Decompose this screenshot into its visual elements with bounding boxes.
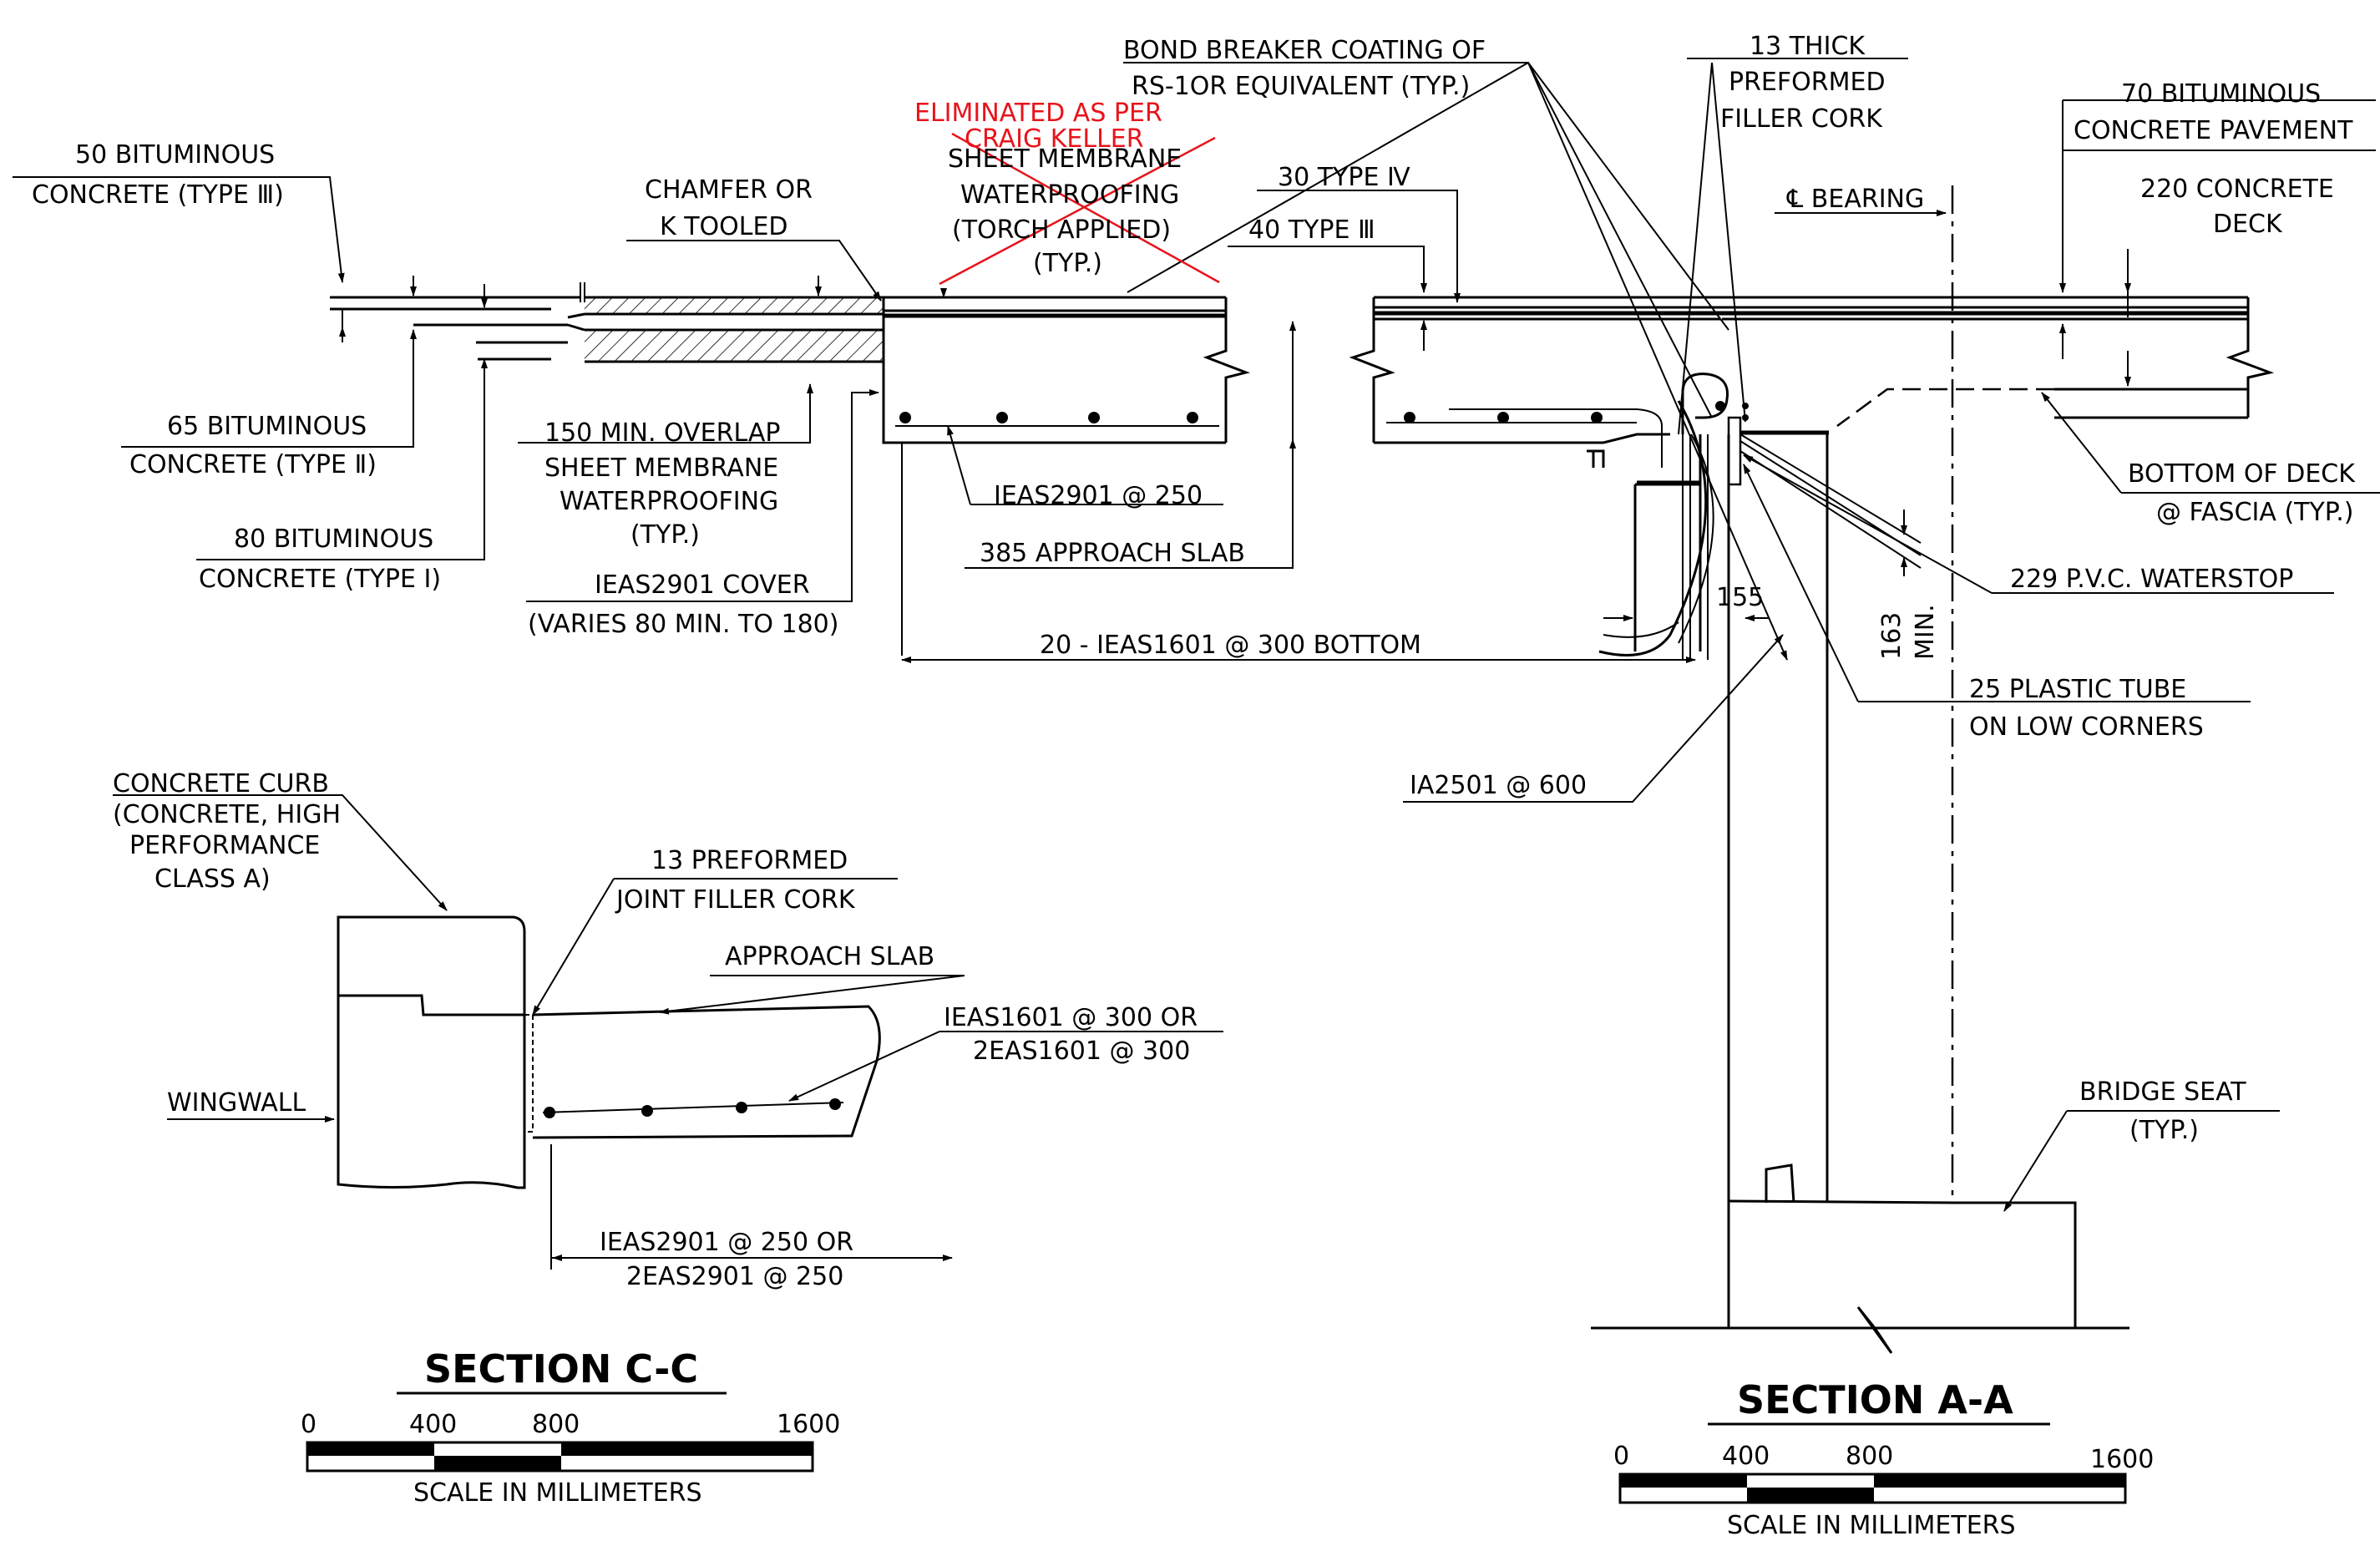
- scale-aa-tick-800: 800: [1846, 1442, 1893, 1471]
- label-cover-1: IEAS2901 COVER: [595, 570, 810, 600]
- scale-cc-tick-0: 0: [301, 1410, 316, 1439]
- label-bit50-1: 50 BITUMINOUS: [75, 140, 275, 170]
- label-cc-top-bars-2: 2EAS1601 @ 300: [973, 1037, 1190, 1066]
- scale-aa-tick-400: 400: [1722, 1442, 1770, 1471]
- label-bottom-deck-1: BOTTOM OF DECK: [2128, 459, 2356, 489]
- label-bottom-bars: 20 - IEAS1601 @ 300 BOTTOM: [1040, 631, 1421, 660]
- section-aa-geometry: [330, 185, 2275, 1354]
- label-cc-bot-bars-2: 2EAS2901 @ 250: [626, 1262, 843, 1291]
- scale-cc-caption: SCALE IN MILLIMETERS: [413, 1478, 702, 1508]
- label-bit80-2: CONCRETE (TYPE I): [199, 565, 441, 594]
- label-bit65-1: 65 BITUMINOUS: [167, 412, 367, 441]
- section-cc-labels: CONCRETE CURB (CONCRETE, HIGH PERFORMANC…: [113, 769, 1198, 1291]
- label-min: MIN.: [1911, 604, 1940, 660]
- section-cc-geometry: [113, 794, 1223, 1270]
- label-curb-2: (CONCRETE, HIGH: [113, 800, 341, 829]
- label-seat-1: BRIDGE SEAT: [2079, 1077, 2246, 1107]
- label-cork-3: FILLER CORK: [1720, 104, 1883, 134]
- label-dim-163: 163: [1877, 612, 1907, 660]
- label-deck-1: 220 CONCRETE: [2140, 175, 2334, 204]
- label-bit50-2: CONCRETE (TYPE Ⅲ): [32, 180, 284, 210]
- section-aa-leaders: [13, 58, 2380, 1212]
- label-cork-1: 13 THICK: [1750, 32, 1866, 61]
- label-seat-2: (TYP.): [2129, 1116, 2199, 1145]
- label-pavement-2: CONCRETE PAVEMENT: [2074, 116, 2353, 145]
- label-waterstop: 229 P.V.C. WATERSTOP: [2010, 565, 2293, 594]
- label-overlap-1: 150 MIN. OVERLAP: [544, 418, 780, 448]
- label-bond-1: BOND BREAKER COATING OF: [1123, 36, 1486, 65]
- label-bottom-deck-2: @ FASCIA (TYP.): [2156, 498, 2353, 527]
- label-membrane-1: SHEET MEMBRANE: [948, 144, 1182, 174]
- label-type4: 30 TYPE Ⅳ: [1278, 163, 1410, 192]
- label-curb-4: CLASS A): [154, 864, 271, 894]
- label-curb-3: PERFORMANCE: [129, 831, 320, 860]
- label-bond-2: RS-1OR EQUIVALENT (TYP.): [1132, 72, 1470, 101]
- label-membrane-4: (TYP.): [1033, 249, 1102, 278]
- label-wingwall: WINGWALL: [167, 1088, 306, 1118]
- label-dim-155: 155: [1716, 583, 1764, 612]
- label-cc-bot-bars-1: IEAS2901 @ 250 OR: [600, 1228, 853, 1257]
- scale-aa-tick-0: 0: [1613, 1442, 1629, 1471]
- scale-cc-tick-800: 800: [532, 1410, 580, 1439]
- section-cc-title-block: SECTION C-C 0 400 800 1600 SCALE IN MILL…: [301, 1346, 840, 1508]
- label-approach-slab: 385 APPROACH SLAB: [980, 539, 1245, 568]
- label-overlap-4: (TYP.): [630, 520, 700, 550]
- scale-aa-caption: SCALE IN MILLIMETERS: [1727, 1511, 2016, 1540]
- scale-aa-tick-1600: 1600: [2090, 1445, 2154, 1474]
- label-cc-top-bars-1: IEAS1601 @ 300 OR: [944, 1003, 1198, 1032]
- label-overlap-2: SHEET MEMBRANE: [544, 454, 778, 483]
- label-type3: 40 TYPE Ⅲ: [1248, 215, 1375, 245]
- label-filler-2: JOINT FILLER CORK: [615, 885, 856, 915]
- label-deck-2: DECK: [2213, 210, 2283, 239]
- label-eliminated-2: CRAIG KELLER: [965, 124, 1144, 154]
- label-top-bars: IEAS2901 @ 250: [994, 481, 1203, 510]
- label-tube-2: ON LOW CORNERS: [1969, 712, 2204, 742]
- label-cc-approach: APPROACH SLAB: [725, 942, 934, 971]
- section-aa-title-block: SECTION A-A 0 400 800 1600 SCALE IN MILL…: [1613, 1377, 2154, 1540]
- scale-cc-tick-400: 400: [409, 1410, 457, 1439]
- label-overlap-3: WATERPROOFING: [560, 487, 778, 516]
- label-membrane-2: WATERPROOFING: [960, 180, 1179, 210]
- label-chamfer-2: K TOOLED: [660, 212, 788, 241]
- label-filler-1: 13 PREFORMED: [651, 846, 848, 875]
- label-bearing: ℄ BEARING: [1786, 185, 1924, 214]
- section-aa-title: SECTION A-A: [1737, 1377, 2013, 1422]
- label-ia2501: IA2501 @ 600: [1410, 771, 1587, 800]
- scale-cc-tick-1600: 1600: [777, 1410, 840, 1439]
- section-aa-labels: 50 BITUMINOUS CONCRETE (TYPE Ⅲ) 65 BITUM…: [32, 32, 2356, 1145]
- label-bit80-1: 80 BITUMINOUS: [234, 525, 433, 554]
- label-cork-2: PREFORMED: [1729, 68, 1886, 97]
- elimination-markup: [939, 132, 1220, 286]
- label-tube-1: 25 PLASTIC TUBE: [1969, 675, 2186, 704]
- section-cc-title: SECTION C-C: [424, 1346, 698, 1391]
- label-bit65-2: CONCRETE (TYPE Ⅱ): [129, 450, 377, 479]
- label-eliminated-1: ELIMINATED AS PER: [914, 99, 1162, 128]
- label-pavement-1: 70 BITUMINOUS: [2121, 79, 2321, 109]
- label-chamfer-1: CHAMFER OR: [645, 175, 813, 205]
- label-curb-1: CONCRETE CURB: [113, 769, 329, 798]
- label-cover-2: (VARIES 80 MIN. TO 180): [528, 610, 838, 639]
- label-membrane-3: (TORCH APPLIED): [952, 215, 1171, 245]
